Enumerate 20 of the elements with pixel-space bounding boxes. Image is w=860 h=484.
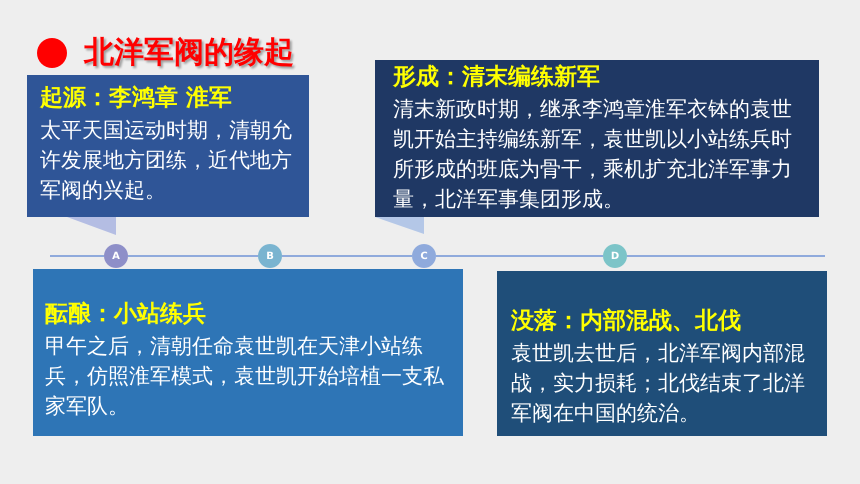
callout-heading: 没落：内部混战、北伐 [511,307,742,336]
timeline-marker: B [258,244,282,268]
callout-text: 甲午之后，清朝任命袁世凯在天津小站练兵，仿照淮军模式，袁世凯开始培植一支私家军队。 [45,333,445,420]
title: 北洋军阀的缘起 [84,34,294,72]
callout-box [375,60,819,217]
callout-box [497,271,827,436]
callout-heading: 形成：清末编练新军 [393,63,601,92]
callout-box [33,269,463,436]
timeline-line [436,255,603,257]
timeline-line [282,255,412,257]
timeline-marker: A [104,244,128,268]
timeline-marker: C [412,244,436,268]
timeline-marker: D [603,244,627,268]
callout-heading: 起源：李鸿章 淮军 [40,84,234,113]
callout-text: 清末新政时期，继承李鸿章淮军衣钵的袁世凯开始主持编练新军，袁世凯以小站练兵时所形成的班底为骨干，乘机扩充北洋军事力量，北洋军事集团形成。 [393,96,793,213]
callout-text: 袁世凯去世后，北洋军阀内部混战，实力损耗；北伐结束了北洋军阀在中国的统治。 [511,340,806,427]
callout-text: 太平天国运动时期，清朝允许发展地方团练，近代地方军阀的兴起。 [40,117,293,204]
timeline-line [128,255,258,257]
callout-box [27,75,309,217]
callout-heading: 酝酿：小站练兵 [45,300,207,329]
